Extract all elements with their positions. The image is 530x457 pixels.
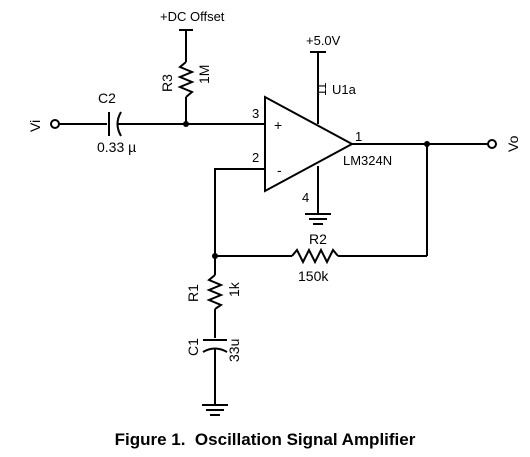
r1-ref: R1 — [185, 284, 201, 302]
r1-resistor — [206, 274, 224, 310]
vo-terminal — [487, 139, 497, 149]
r1-value: 1k — [226, 281, 242, 297]
opamp-ground-symbol — [305, 213, 331, 225]
c1-value: 33u — [226, 339, 242, 362]
r3-ref: R3 — [159, 74, 175, 92]
r2-resistor — [291, 247, 339, 265]
r2-ref: R2 — [309, 231, 327, 247]
c2-value: 0.33 µ — [97, 139, 136, 155]
bottom-ground-symbol — [202, 404, 228, 416]
inv-input-wire — [214, 168, 265, 256]
pin-inv: 2 — [252, 150, 259, 165]
part-label: LM324N — [343, 153, 392, 168]
figure-caption: Figure 1. Oscillation Signal Amplifier — [115, 430, 416, 449]
vi-terminal — [50, 119, 60, 129]
r3-resistor — [177, 61, 195, 98]
vo-label: Vo — [505, 135, 521, 152]
r2-value: 150k — [298, 268, 329, 284]
pin-gnd: 4 — [302, 190, 309, 205]
r3-junction — [183, 121, 189, 127]
opamp-plus: + — [274, 117, 282, 133]
vi-label: Vi — [27, 120, 43, 132]
pin-out: 1 — [355, 129, 362, 144]
c2-ref: C2 — [98, 90, 116, 106]
pin-noninv: 3 — [252, 106, 259, 121]
supply-label: +5.0V — [306, 33, 341, 48]
opamp-triangle — [264, 95, 355, 193]
dc-offset-label: +DC Offset — [160, 9, 225, 24]
unit-label: U1a — [332, 82, 357, 97]
pin-supply: 11 — [314, 83, 329, 97]
c1-ref: C1 — [185, 338, 201, 356]
opamp-minus: - — [277, 162, 282, 178]
r3-value: 1M — [196, 65, 212, 84]
